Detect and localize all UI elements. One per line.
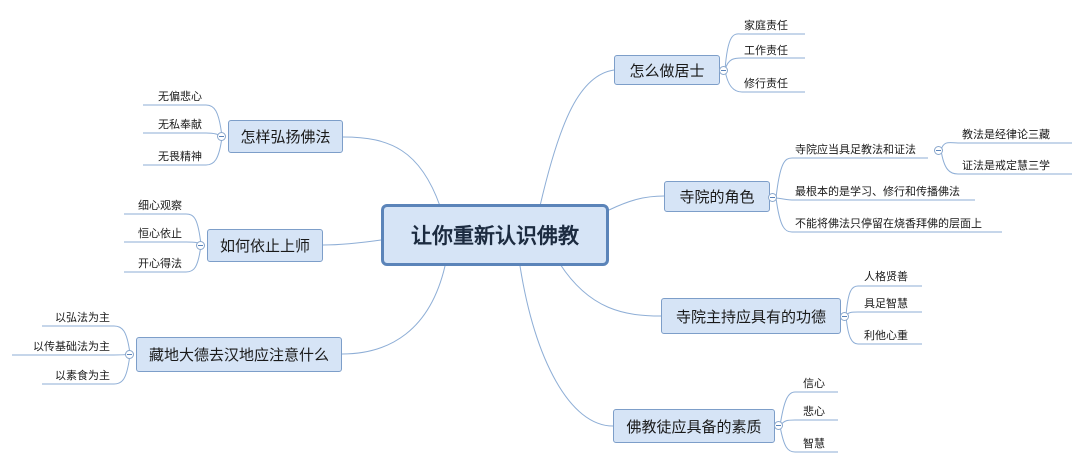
leaf-yizhi-2: 恒心依止 <box>138 227 182 240</box>
connector-zangdi-leaf-1 <box>42 325 131 355</box>
topic-hongyang[interactable]: 怎样弘扬佛法 <box>228 120 343 153</box>
leaf-jushi-2: 工作责任 <box>744 44 788 57</box>
connector-zangdi-leaf-2 <box>12 353 131 356</box>
topic-jushi-label: 怎么做居士 <box>629 61 705 80</box>
leaf-zhuchi-1: 人格贤善 <box>864 270 908 283</box>
connector-zhuchi-leaf-1 <box>845 285 922 317</box>
central-topic[interactable]: 让你重新认识佛教 <box>381 204 609 266</box>
collapse-toggle-icon[interactable] <box>125 350 134 359</box>
connector-zhuchi-leaf-3 <box>845 315 922 345</box>
topic-siyuan-label: 寺院的角色 <box>679 188 755 206</box>
connector-center-jushi <box>539 69 615 207</box>
leaf-hongyang-1: 无偏悲心 <box>158 90 202 103</box>
leaf-suzhi-1: 信心 <box>803 377 825 390</box>
topic-zangdi[interactable]: 藏地大德去汉地应注意什么 <box>136 337 342 372</box>
topic-hongyang-label: 怎样弘扬佛法 <box>240 128 331 146</box>
leaf-yizhi-1: 细心观察 <box>138 199 182 212</box>
leaf-siyuan-3: 不能将佛法只停留在烧香拜佛的层面上 <box>795 217 982 230</box>
topic-yizhi-label: 如何依止上师 <box>219 237 310 255</box>
connector-siyuan-leaf-2 <box>775 197 975 201</box>
leaf-zangdi-3: 以素食为主 <box>55 369 110 382</box>
topic-yizhi[interactable]: 如何依止上师 <box>207 229 323 262</box>
leaf-zangdi-2: 以传基础法为主 <box>33 340 110 353</box>
leaf-zhuchi-3: 利他心重 <box>864 329 908 342</box>
topic-siyuan[interactable]: 寺院的角色 <box>664 181 770 212</box>
leaf-suzhi-2: 悲心 <box>803 405 825 418</box>
collapse-toggle-icon[interactable] <box>196 241 205 250</box>
connector-center-suzhi <box>519 265 614 427</box>
leaf-zangdi-1: 以弘法为主 <box>55 311 110 324</box>
connector-yizhi-leaf-2 <box>124 241 202 246</box>
leaf-siyuan-sub-2: 证法是戒定慧三学 <box>962 159 1050 172</box>
connector-hongyang-leaf-1 <box>143 104 223 138</box>
topic-suzhi[interactable]: 佛教徒应具备的素质 <box>613 409 775 443</box>
collapse-toggle-icon[interactable] <box>217 132 226 141</box>
collapse-toggle-icon[interactable] <box>719 66 728 75</box>
connector-hongyang-leaf-2 <box>143 132 223 138</box>
connector-siyuan-sub-1 <box>940 142 1072 151</box>
connector-suzhi-leaf-2 <box>779 419 838 427</box>
connector-jushi-leaf-3 <box>724 69 805 93</box>
central-topic-label: 让你重新认识佛教 <box>411 224 579 248</box>
leaf-jushi-3: 修行责任 <box>744 77 788 90</box>
connector-yizhi-leaf-1 <box>124 213 202 246</box>
connector-suzhi-leaf-1 <box>779 391 838 427</box>
leaf-siyuan-sub-1: 教法是经律论三藏 <box>962 128 1050 141</box>
topic-zangdi-label: 藏地大德去汉地应注意什么 <box>148 346 329 364</box>
leaf-hongyang-2: 无私奉献 <box>158 118 202 131</box>
leaf-hongyang-3: 无畏精神 <box>158 150 202 163</box>
collapse-toggle-icon[interactable] <box>768 193 777 202</box>
collapse-toggle-icon[interactable] <box>934 146 943 155</box>
connector-zangdi-leaf-3 <box>42 353 131 385</box>
collapse-toggle-icon[interactable] <box>774 421 783 430</box>
connector-center-hongyang <box>342 136 441 207</box>
connector-siyuan-sub-2 <box>940 149 1072 175</box>
connector-hongyang-leaf-3 <box>143 136 223 166</box>
connector-jushi-leaf-2 <box>724 57 805 71</box>
connector-yizhi-leaf-3 <box>124 244 202 273</box>
connector-suzhi-leaf-3 <box>779 425 838 453</box>
connector-siyuan-leaf-3 <box>775 197 1002 233</box>
connector-zhuchi-leaf-2 <box>845 311 922 317</box>
topic-zhuchi[interactable]: 寺院主持应具有的功德 <box>661 298 841 334</box>
topic-zhuchi-label: 寺院主持应具有的功德 <box>675 307 826 326</box>
collapse-toggle-icon[interactable] <box>840 312 849 321</box>
connector-siyuan-leaf-1 <box>775 157 928 199</box>
leaf-zhuchi-2: 具足智慧 <box>864 297 908 310</box>
topic-suzhi-label: 佛教徒应具备的素质 <box>626 417 762 436</box>
connector-center-yizhi <box>322 239 382 246</box>
connector-center-zangdi <box>341 265 446 355</box>
connector-center-zhuchi <box>559 263 662 317</box>
leaf-suzhi-3: 智慧 <box>803 437 825 450</box>
leaf-siyuan-1: 寺院应当具足教法和证法 <box>795 143 916 156</box>
connector-center-siyuan <box>608 195 665 211</box>
topic-jushi[interactable]: 怎么做居士 <box>614 55 720 85</box>
leaf-yizhi-3: 开心得法 <box>138 257 182 270</box>
leaf-siyuan-2: 最根本的是学习、修行和传播佛法 <box>795 185 960 198</box>
connector-jushi-leaf-1 <box>724 33 805 71</box>
leaf-jushi-1: 家庭责任 <box>744 19 788 32</box>
